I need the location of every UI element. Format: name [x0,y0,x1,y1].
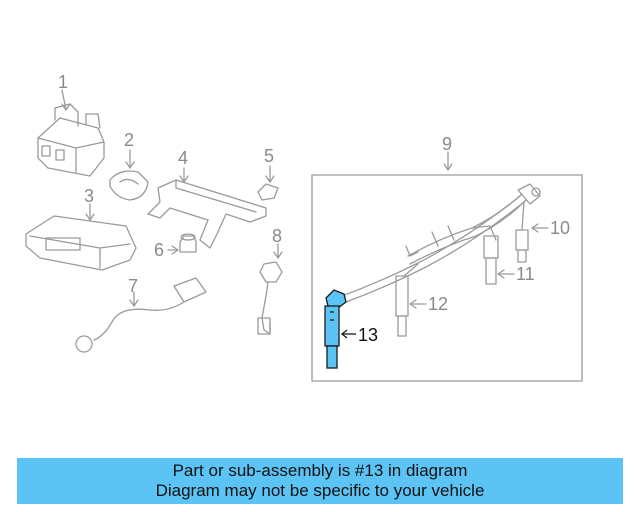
callout-3: 3 [84,186,94,206]
part-6-grommet[interactable] [167,233,197,255]
callout-10: 10 [550,218,570,238]
part-13-ignition-wire[interactable] [324,289,347,369]
callout-2: 2 [124,130,134,150]
callout-9: 9 [442,134,452,154]
callout-13-arrow [340,329,356,339]
caption-line-1: Part or sub-assembly is #13 in diagram [172,461,468,480]
parts-diagram: 1 2 3 4 5 6 7 8 9 10 11 12 13 [25,72,583,382]
caption-line-2: Diagram may not be specific to your vehi… [155,481,485,500]
callout-4: 4 [178,148,188,168]
caption-banner: Part or sub-assembly is #13 in diagram D… [17,458,623,504]
callout-8: 8 [272,226,282,246]
part-7-sensor-harness[interactable] [75,277,207,353]
part-5-clip[interactable] [257,165,279,201]
callout-7: 7 [128,276,138,296]
part-9-wire-set-box[interactable] [311,174,583,382]
callout-13: 13 [358,325,378,345]
part-2-bracket[interactable] [109,149,149,201]
ignition-wire-bundle [341,183,541,337]
callout-12: 12 [428,294,448,314]
callout-6: 6 [154,240,164,260]
part-4-mounting-bracket[interactable] [147,167,267,249]
callout-11: 11 [516,264,535,284]
part-1-ignition-coil[interactable] [37,89,105,177]
callout-5: 5 [264,146,274,166]
callout-1: 1 [58,72,68,92]
part-8-knock-sensor[interactable] [257,243,283,335]
part-3-control-module[interactable] [25,203,137,271]
